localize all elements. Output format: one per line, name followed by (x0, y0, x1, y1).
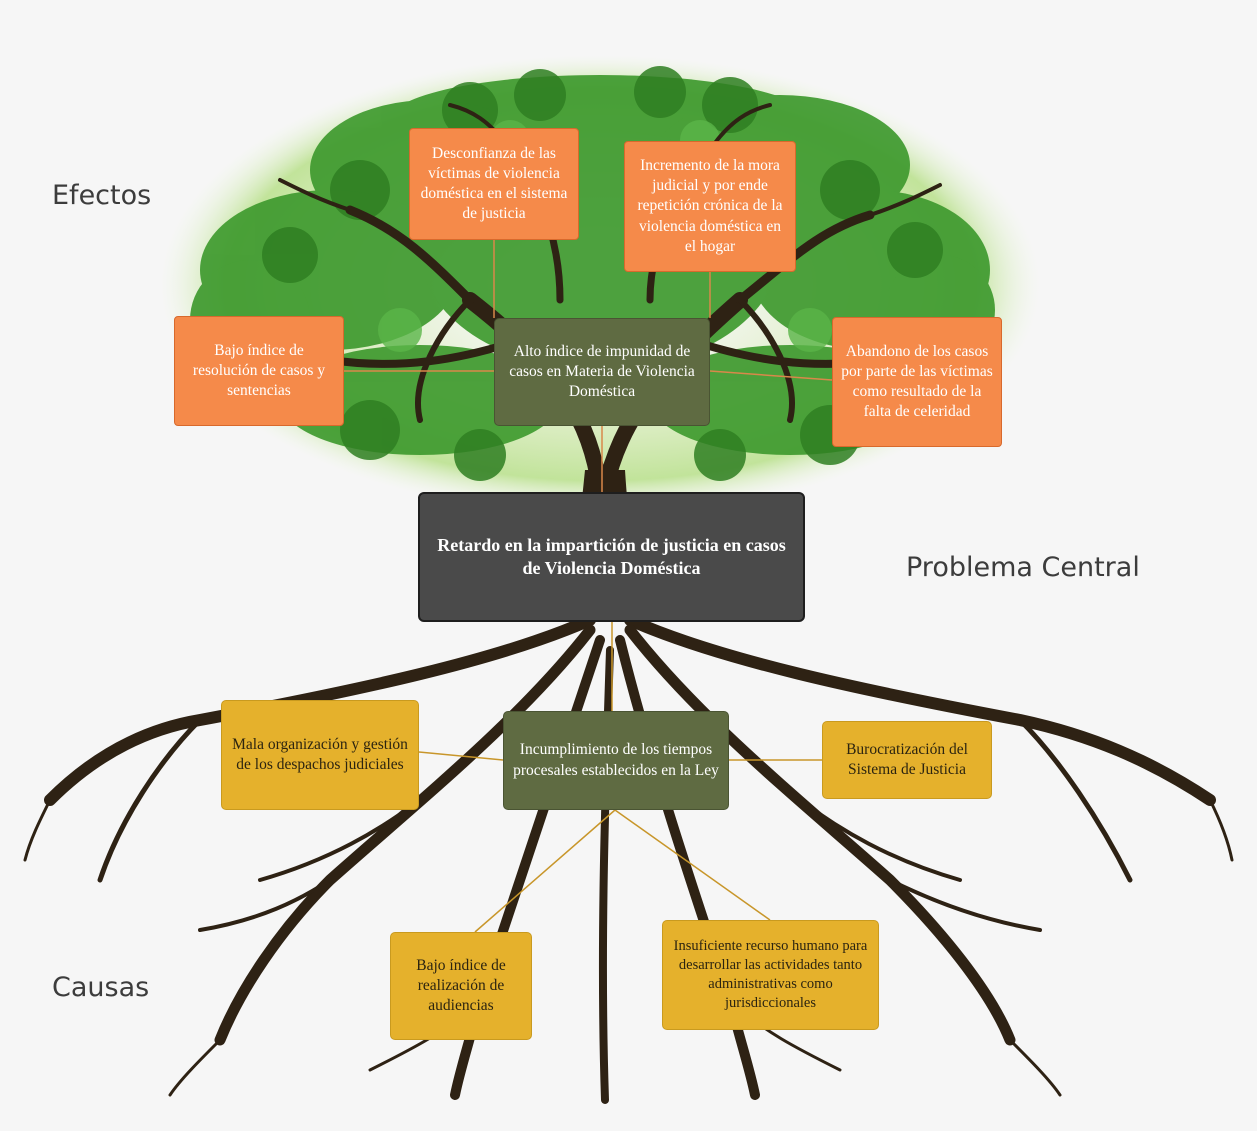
effect-box-judicial-delay: Incremento de la mora judicial y por end… (624, 141, 796, 272)
cause-box-bureaucracy: Burocratización del Sistema de Justicia (822, 721, 992, 799)
cause-box-insufficient-staff: Insuficiente recurso humano para desarro… (662, 920, 879, 1030)
effects-label: Efectos (52, 180, 152, 211)
cause-box-low-hearings: Bajo índice de realización de audiencias (390, 932, 532, 1040)
causes-label: Causas (52, 972, 150, 1003)
cause-box-poor-organization: Mala organización y gestión de los despa… (221, 700, 419, 810)
central-problem-box: Retardo en la impartición de justicia en… (418, 492, 805, 622)
effect-box-low-resolution: Bajo índice de resolución de casos y sen… (174, 316, 344, 426)
main-effect-box: Alto índice de impunidad de casos en Mat… (494, 318, 710, 426)
central-problem-label: Problema Central (906, 552, 1140, 583)
effect-box-distrust: Desconfianza de las víctimas de violenci… (409, 128, 579, 240)
effect-box-case-abandonment: Abandono de los casos por parte de las v… (832, 317, 1002, 447)
main-cause-box: Incumplimiento de los tiempos procesales… (503, 711, 729, 810)
